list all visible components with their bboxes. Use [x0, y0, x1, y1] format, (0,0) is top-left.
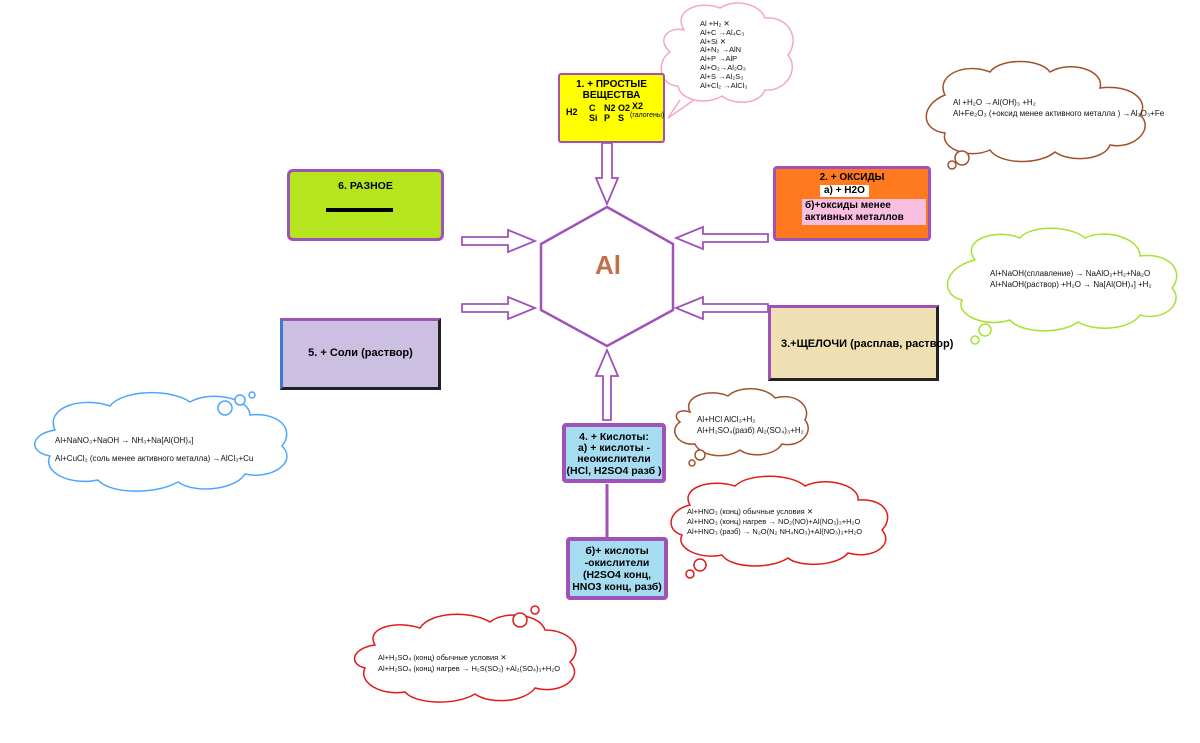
box-oxidizing-acids[interactable]: б)+ кислоты -окислители (H2SO4 конц, HNO…	[566, 537, 668, 600]
arrow-from-oxides	[673, 225, 769, 251]
arrow-from-misc	[461, 228, 538, 254]
arrow-from-alkali	[673, 295, 769, 321]
cell-x2: X2	[632, 101, 644, 111]
cell-h2: H2	[566, 107, 578, 117]
note-oxides: Al +H₂O →Al(OH)₃ +H₂ Al+Fe₂O₃ (+оксид ме…	[953, 97, 1164, 119]
note-simple: Al +H₂ ✕ Al+C →Al₄C₃ Al+Si ✕ Al+N₂ →AlN …	[700, 19, 748, 90]
box-acids-line3: неокислители	[577, 453, 651, 465]
cloud-sulfuric	[353, 605, 577, 703]
note-acids-line: Al+HCl AlCl₃+H₂	[697, 415, 756, 424]
note-simple-line: Al +H₂ ✕	[700, 19, 730, 28]
note-simple-line: Al+S →Al₂S₃	[700, 71, 744, 81]
box-simple-title-2: ВЕЩЕСТВА	[582, 90, 641, 101]
box-acids-title: 4. + Кислоты:	[579, 431, 649, 443]
note-oxides-line: Al+Fe₂O₃ (+оксид менее активного металла…	[953, 109, 1165, 118]
box-oxacids-line2: -окислители	[584, 557, 650, 569]
note-sulfuric: Al+H₂SO₄ (конц) обычные условия ✕ Al+H₂S…	[378, 652, 560, 674]
box-acids-line2: а) + кислоты -	[577, 442, 651, 454]
center-element-label: Al	[595, 250, 621, 280]
note-sulfuric-line: Al+H₂SO₄ (конц) нагрев → H₂S(SO₂) +Al₂(S…	[378, 664, 561, 673]
note-simple-line: Al+Si ✕	[700, 36, 727, 46]
note-nitric: Al+HNO₃ (конц) обычные условия ✕ Al+HNO₃…	[687, 507, 862, 537]
box-simple-title-1: 1. + ПРОСТЫЕ	[576, 79, 647, 90]
box-alkali-title: 3.+ЩЕЛОЧИ (расплав, раствор)	[781, 338, 954, 350]
cloud-acids	[674, 388, 809, 467]
note-simple-line: Al+P →AlP	[700, 54, 738, 64]
note-acids-line: Al+H₂SO₄(разб) Al₂(SO₄)₃+H₂	[697, 426, 804, 435]
note-nitric-line: Al+HNO₃ (разб) → N₂O(N₂ NH₄NO₃)+Al(NO₃)₃…	[687, 527, 863, 536]
cell-o2: O2	[618, 103, 631, 113]
note-oxides-line: Al +H₂O →Al(OH)₃ +H₂	[953, 98, 1036, 107]
note-alkali-line: Al+NaOH(сплавление) → NaAlO₂+H₂+Na₂O	[990, 269, 1151, 278]
box-oxacids-line3: (H2SO4 конц,	[582, 569, 652, 581]
cell-halogens: (галогены)	[630, 112, 665, 119]
cloud-salts	[34, 391, 288, 492]
box-misc-title: 6. РАЗНОЕ	[338, 180, 393, 192]
cloud-nitric	[670, 475, 889, 579]
note-alkali-line: Al+NaOH(раствор) +H₂O → Na[Al(OH)₄] +H₂	[990, 280, 1152, 289]
box-oxacids-line4: HNO3 конц, разб)	[572, 581, 662, 593]
box-salts[interactable]: 5. + Соли (раствор)	[280, 318, 441, 390]
box-oxacids-line1: б)+ кислоты	[585, 545, 649, 557]
arrow-from-salts	[461, 295, 538, 321]
cloud-alkali	[946, 227, 1178, 345]
note-salts-line: Al+NaNO₃+NaOH → NH₃+Na[Al(OH)₄]	[55, 436, 194, 445]
box-oxides-b: б)+оксиды менее активных металлов	[802, 199, 926, 225]
note-salts: Al+NaNO₃+NaOH → NH₃+Na[Al(OH)₄] Al+CuCl₂…	[55, 432, 253, 468]
box-salts-title: 5. + Соли (раствор)	[308, 347, 413, 359]
center-hexagon	[539, 205, 675, 348]
cloud-simple	[660, 2, 794, 119]
cell-c: C	[589, 103, 596, 113]
box-simple-substances[interactable]: 1. + ПРОСТЫЕ ВЕЩЕСТВА H2 C Si N2 P O2 S …	[558, 73, 665, 143]
box-alkali[interactable]: 3.+ЩЕЛОЧИ (расплав, раствор)	[768, 305, 953, 381]
note-salts-line: Al+CuCl₂ (соль менее активного металла) …	[55, 454, 254, 463]
cloud-oxides	[925, 60, 1146, 170]
arrow-from-acids	[594, 347, 620, 421]
note-alkali: Al+NaOH(сплавление) → NaAlO₂+H₂+Na₂O Al+…	[990, 268, 1152, 290]
note-simple-line: Al+C →Al₄C₃	[700, 27, 745, 37]
box-acids-line4: (HCl, H2SO4 разб )	[566, 465, 662, 477]
cell-s: S	[618, 113, 625, 123]
note-acids: Al+HCl AlCl₃+H₂ Al+H₂SO₄(разб) Al₂(SO₄)₃…	[697, 414, 804, 436]
box-acids[interactable]: 4. + Кислоты: а) + кислоты - неокислител…	[562, 423, 666, 483]
note-nitric-line: Al+HNO₃ (конц) нагрев → NO₂(NO)+Al(NO₃)₃…	[687, 517, 861, 526]
cell-si: Si	[589, 113, 598, 123]
note-simple-line: Al+Cl₂ →AlCl₃	[700, 80, 748, 90]
arrow-from-simple	[594, 142, 620, 207]
cell-p: P	[604, 113, 611, 123]
cell-n2: N2	[604, 103, 616, 113]
box-misc[interactable]: 6. РАЗНОЕ	[287, 169, 444, 241]
box-oxides-a: а) + H2O	[820, 185, 869, 197]
note-sulfuric-line: Al+H₂SO₄ (конц) обычные условия ✕	[378, 653, 507, 662]
note-nitric-line: Al+HNO₃ (конц) обычные условия ✕	[687, 507, 814, 516]
note-simple-line: Al+N₂ →AlN	[700, 45, 742, 55]
box-oxides[interactable]: 2. + ОКСИДЫ а) + H2O б)+оксиды менее акт…	[773, 166, 931, 241]
misc-dash-line	[326, 208, 393, 212]
box-oxides-title: 2. + ОКСИДЫ	[819, 172, 885, 183]
note-simple-line: Al+O₂→Al₂O₃	[700, 62, 746, 72]
